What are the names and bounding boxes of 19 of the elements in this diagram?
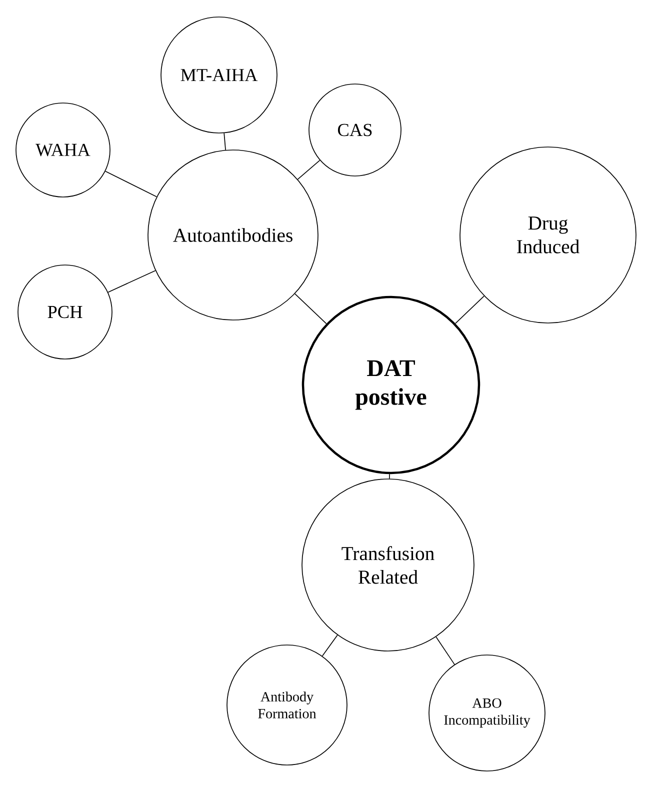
connector-line	[294, 293, 327, 324]
circle-node: Drug Induced	[460, 146, 636, 324]
connector-line	[389, 474, 390, 480]
circle-node: ABO Incompatibility	[428, 654, 546, 772]
circle-node: MT-AIHA	[160, 16, 278, 134]
circle-node: WAHA	[16, 102, 110, 198]
connector-line	[297, 160, 320, 180]
connector-line	[455, 296, 484, 324]
circle-node: DAT postive	[302, 296, 480, 474]
connector-line	[108, 270, 156, 293]
connector-line	[224, 132, 226, 150]
circle-node: Antibody Formation	[226, 644, 348, 766]
connector-line	[436, 636, 455, 665]
circle-node: Transfusion Related	[302, 478, 474, 652]
connector-line	[104, 170, 158, 198]
circle-node: PCH	[18, 264, 112, 360]
circle-node: CAS	[308, 84, 402, 176]
circle-node: Autoantibodies	[148, 150, 318, 320]
connector-line	[322, 634, 338, 656]
